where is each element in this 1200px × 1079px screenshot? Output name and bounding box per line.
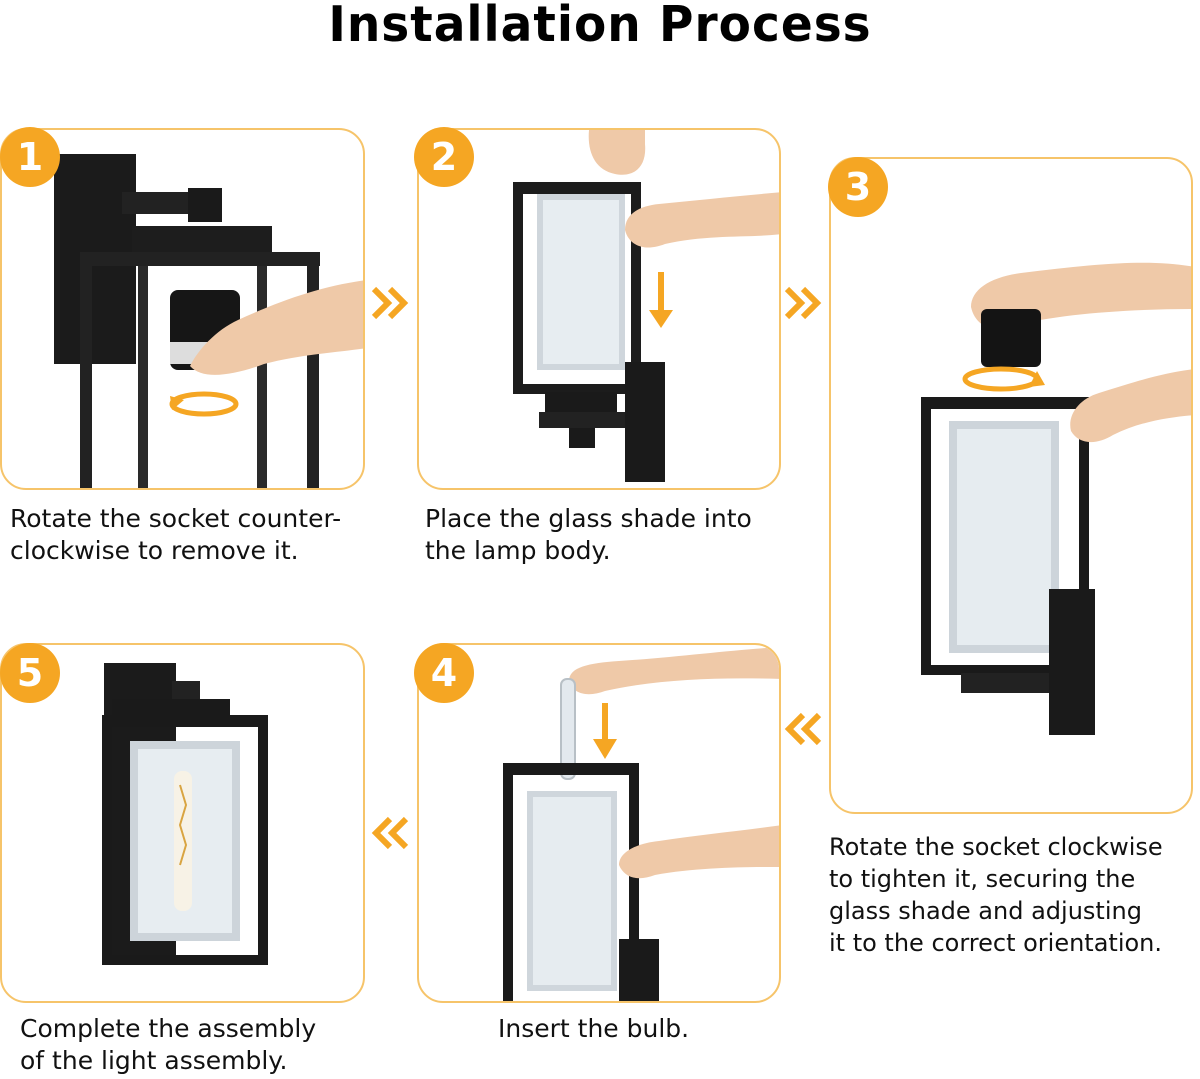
step-5-caption: Complete the assembly of the light assem…	[20, 1013, 316, 1077]
step-badge-4: 4	[414, 643, 474, 703]
caption-line: Complete the assembly	[20, 1014, 317, 1043]
caption-line: Insert the bulb.	[498, 1014, 690, 1043]
step-1-caption: Rotate the socket counter- clockwise to …	[10, 503, 341, 567]
double-chevron-right-icon	[370, 286, 410, 320]
step-2-panel	[417, 128, 781, 490]
step-badge-1: 1	[0, 127, 60, 187]
step-1-panel	[0, 128, 365, 490]
step-5-panel	[0, 643, 365, 1003]
step-3-panel	[829, 157, 1193, 814]
bulb-insertion-illustration	[503, 647, 779, 1001]
socket-tighten-illustration	[921, 262, 1191, 735]
step-3-caption: Rotate the socket clockwise to tighten i…	[829, 831, 1163, 959]
caption-line: Rotate the socket clockwise	[829, 833, 1163, 861]
step-2-caption: Place the glass shade into the lamp body…	[425, 503, 752, 567]
glass-shade-placement-illustration	[513, 130, 779, 482]
caption-line: it to the correct orientation.	[829, 929, 1163, 957]
caption-line: clockwise to remove it.	[10, 536, 299, 565]
double-chevron-left-icon	[783, 712, 823, 746]
lamp-socket-removal-illustration	[54, 154, 363, 488]
caption-line: of the light assembly.	[20, 1046, 288, 1075]
caption-line: Place the glass shade into	[425, 504, 752, 533]
step-badge-5: 5	[0, 643, 60, 703]
step-badge-3: 3	[828, 157, 888, 217]
step-4-panel	[417, 643, 781, 1003]
caption-line: Rotate the socket counter-	[10, 504, 342, 533]
page-title: Installation Process	[328, 0, 872, 54]
completed-lamp-illustration	[102, 663, 268, 965]
step-badge-2: 2	[414, 127, 474, 187]
double-chevron-left-icon	[370, 816, 410, 850]
caption-line: the lamp body.	[425, 536, 611, 565]
caption-line: glass shade and adjusting	[829, 897, 1142, 925]
step-4-caption: Insert the bulb.	[498, 1013, 689, 1045]
caption-line: to tighten it, securing the	[829, 865, 1136, 893]
double-chevron-right-icon	[783, 286, 823, 320]
